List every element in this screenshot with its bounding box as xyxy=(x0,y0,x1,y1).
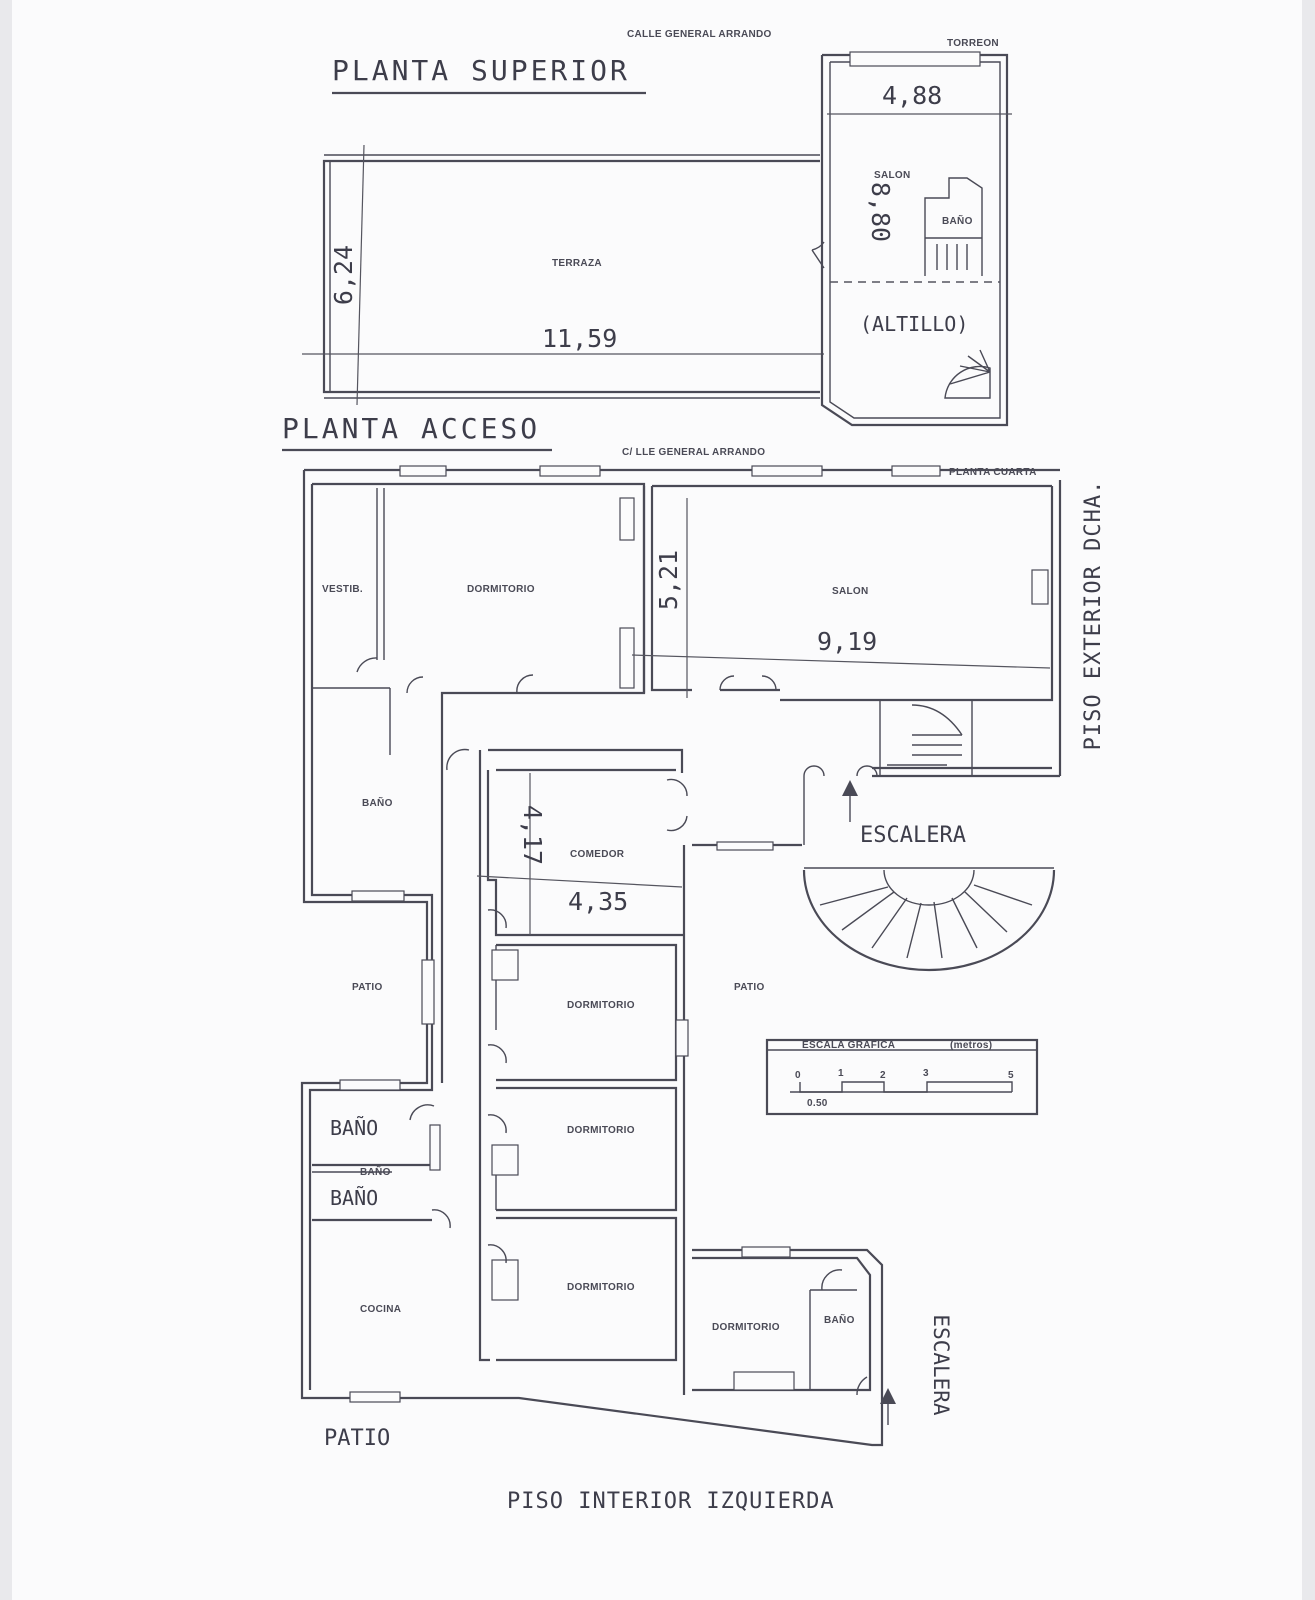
bano-bottom-2-small-label: BAÑO xyxy=(360,1165,391,1178)
bano-small-label: BAÑO xyxy=(824,1313,855,1326)
scale-tick-0: 0 xyxy=(795,1070,801,1081)
terraza-width-dim: 11,59 xyxy=(542,324,617,353)
salon-depth-dim: 5,21 xyxy=(654,550,683,610)
upper-torreon-label: TORREON xyxy=(947,38,999,49)
cocina-label: COCINA xyxy=(360,1304,401,1315)
patio-center-label: PATIO xyxy=(734,982,765,993)
torreon-room xyxy=(811,51,1009,427)
scale-half: 0.50 xyxy=(807,1098,828,1109)
comedor-depth-dim: 4,17 xyxy=(518,805,547,865)
altillo-label: (ALTILLO) xyxy=(860,312,968,336)
torreon-salon-label: SALON xyxy=(874,170,911,181)
semicircle-stair xyxy=(802,867,1056,972)
vestib-label: VESTIB. xyxy=(322,584,363,595)
upper-title: PLANTA SUPERIOR xyxy=(332,54,630,87)
dormitorio-2-label: DORMITORIO xyxy=(567,1000,635,1011)
escalera-bottom xyxy=(856,1376,896,1425)
bano-left-room xyxy=(312,687,391,755)
dormitorio-top-label: DORMITORIO xyxy=(467,584,535,595)
salon-label: SALON xyxy=(832,586,869,597)
scale-tick-3: 3 xyxy=(923,1068,929,1079)
torreon-spiral-stair xyxy=(944,349,991,399)
scale-tick-1: 1 xyxy=(838,1068,844,1079)
exterior-label: PISO EXTERIOR DCHA. xyxy=(1081,480,1106,751)
comedor-width-dim-line xyxy=(476,875,683,888)
facade-windows xyxy=(399,465,941,477)
access-street-label: C/ LLE GENERAL ARRANDO xyxy=(622,447,765,458)
torreon-depth-dim: 8,80 xyxy=(866,182,895,242)
terraza-depth-dim-line xyxy=(356,144,365,406)
dormitorio-top-room xyxy=(406,486,646,694)
escalera-arrow xyxy=(842,780,858,822)
escalera-bottom-label: ESCALERA xyxy=(929,1314,953,1416)
bano-bottom-2-label: BAÑO xyxy=(330,1186,378,1210)
dormitorio-5-room xyxy=(692,1246,872,1392)
bano-left-label: BAÑO xyxy=(362,796,393,809)
terraza-depth-dim: 6,24 xyxy=(329,245,358,305)
scale-title: ESCALA GRAFICA xyxy=(802,1040,895,1051)
dormitorio-4-room xyxy=(487,1216,678,1362)
terraza-label: TERRAZA xyxy=(552,258,602,269)
dormitorio-5-label: DORMITORIO xyxy=(712,1322,780,1333)
dormitorio-2-window xyxy=(675,1019,689,1057)
scale-unit: (metros) xyxy=(950,1040,992,1051)
corridor-walls xyxy=(446,748,688,1362)
comedor-width-dim: 4,35 xyxy=(568,887,628,916)
patio-left-label: PATIO xyxy=(352,982,383,993)
escalera-label: ESCALERA xyxy=(860,823,966,848)
access-outer-walls xyxy=(300,468,1062,1447)
upper-street-label: CALLE GENERAL ARRANDO xyxy=(627,29,772,40)
torreon-bano-room xyxy=(924,177,983,276)
dormitorio-4-label: DORMITORIO xyxy=(567,1282,635,1293)
access-title: PLANTA ACCESO xyxy=(282,412,540,445)
scale-tick-5: 5 xyxy=(1008,1070,1014,1081)
plan-sheet: CALLE GENERAL ARRANDO TORREON PLANTA SUP… xyxy=(12,0,1302,1600)
escalera-door xyxy=(803,765,878,845)
bano-left-window xyxy=(351,890,405,902)
scale-tick-2: 2 xyxy=(880,1070,886,1081)
torreon-bano-label: BAÑO xyxy=(942,214,973,227)
patio-bottom-label: PATIO xyxy=(324,1426,390,1451)
comedor-label: COMEDOR xyxy=(570,849,625,860)
patio-left-window xyxy=(421,959,435,1025)
salon-width-dim-line xyxy=(631,654,1051,669)
scale-box xyxy=(765,1038,1039,1116)
salon-width-dim: 9,19 xyxy=(817,627,877,656)
comedor-room xyxy=(486,770,802,1395)
dormitorio-2-room xyxy=(487,909,678,1082)
banos-left-bottom xyxy=(312,1079,451,1229)
access-planta-label: PLANTA CUARTA xyxy=(949,467,1037,478)
dormitorio-3-label: DORMITORIO xyxy=(567,1125,635,1136)
floor-plan-drawing: CALLE GENERAL ARRANDO TORREON PLANTA SUP… xyxy=(282,29,1106,1514)
salon-room xyxy=(650,486,1049,692)
torreon-width-dim: 4,88 xyxy=(882,81,942,110)
terraza-room xyxy=(322,154,820,399)
bano-bottom-1-label: BAÑO xyxy=(330,1116,378,1140)
vestib-room xyxy=(356,488,385,673)
interior-label: PISO INTERIOR IZQUIERDA xyxy=(507,1489,835,1514)
dormitorio-3-room xyxy=(487,1086,678,1212)
salon-stair xyxy=(879,700,973,777)
cocina-window xyxy=(349,1391,401,1403)
